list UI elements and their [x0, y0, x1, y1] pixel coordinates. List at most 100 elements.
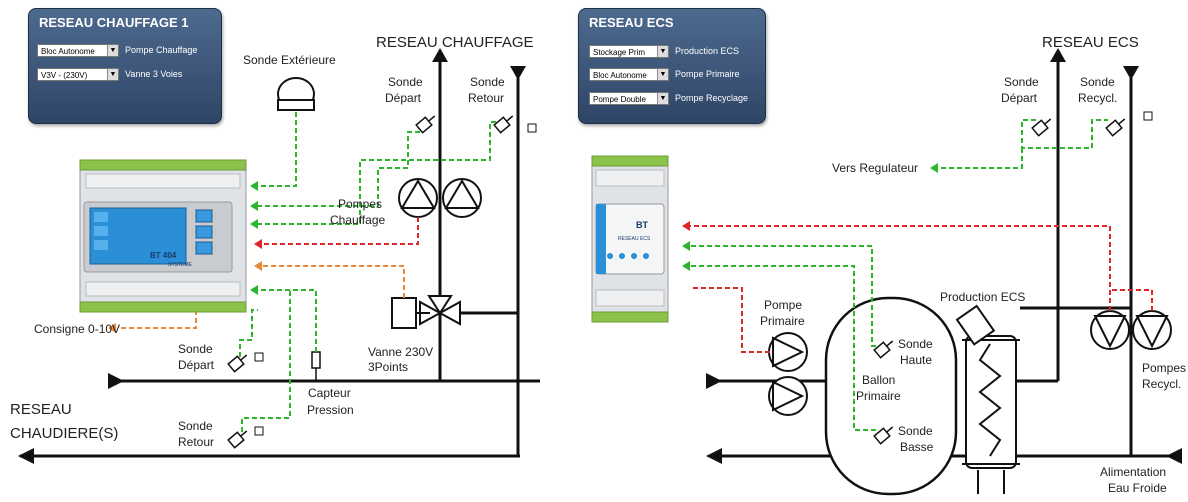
- vanne-3-voies: [391, 295, 461, 329]
- label-capteur: Capteur: [308, 386, 351, 400]
- label-sonde-exterieure: Sonde Extérieure: [243, 53, 336, 67]
- controller-left-brand: BT 404: [150, 251, 177, 260]
- select-pompe-recyclage-value: Pompe Double: [593, 95, 646, 104]
- pompes-chauffage: [398, 178, 482, 218]
- panel-chauffage-title: RESEAU CHAUFFAGE 1: [39, 15, 189, 30]
- panel-reseau-chauffage-1: RESEAU CHAUFFAGE 1 Bloc Autonome ▼ Pompe…: [28, 8, 222, 124]
- label-eau-froide: Eau Froide: [1108, 481, 1167, 495]
- arrow-up-depart: [432, 48, 448, 62]
- label-sonde-retour-1: Sonde: [470, 75, 505, 89]
- label-ecs-sonde-recycl-2: Recycl.: [1078, 91, 1117, 105]
- select-production-ecs[interactable]: Stockage Prim ▼: [589, 45, 669, 58]
- select-pompe-chauffage[interactable]: Bloc Autonome ▼: [37, 44, 119, 57]
- signal-sonde-depart-chaudiere: [239, 309, 258, 357]
- arrowhead-6: [250, 285, 258, 295]
- label-pompe-recyclage-panel: Pompe Recyclage: [675, 93, 749, 103]
- select-pompe-chauffage-value: Bloc Autonome: [41, 47, 95, 56]
- arrow-up-ecs: [1050, 48, 1066, 62]
- label-sonde-basse-1: Sonde: [898, 424, 933, 438]
- label-production-ecs: Production ECS: [940, 290, 1025, 304]
- label-ecs-sonde-recycl-1: Sonde: [1080, 75, 1115, 89]
- select-vanne-3-voies[interactable]: V3V - (230V) ▼: [37, 68, 119, 81]
- arrowhead-consigne: [108, 323, 116, 333]
- echangeur-production-ecs: [955, 304, 1020, 494]
- label-sonde-chaud-retour-1: Sonde: [178, 419, 213, 433]
- select-pompe-recyclage[interactable]: Pompe Double ▼: [589, 92, 669, 105]
- label-pompes-recycl-2: Recycl.: [1142, 377, 1181, 391]
- chauffage-pipes: [20, 60, 540, 458]
- label-vanne-3-voies: Vanne 3 Voies: [125, 69, 183, 79]
- probes-chauffage: [227, 115, 514, 449]
- checkbox-marks: [254, 111, 1153, 436]
- controller-left-sub: SYSTEME: [168, 262, 193, 268]
- arrowhead-r2: [682, 241, 690, 251]
- label-production-ecs-panel: Production ECS: [675, 46, 740, 56]
- label-reseau-chauffage: RESEAU CHAUFFAGE: [376, 34, 534, 51]
- signal-sonde-retour-chaudiere: [241, 290, 291, 432]
- label-pompe-chauffage: Pompe Chauffage: [125, 45, 198, 55]
- label-sonde-chaud-retour-2: Retour: [178, 435, 214, 449]
- ecs-pipes: [718, 60, 1180, 458]
- label-ballon-1: Ballon: [862, 373, 895, 387]
- panel-reseau-ecs: RESEAU ECS Stockage Prim ▼ Production EC…: [578, 8, 766, 124]
- chevron-down-icon: ▼: [107, 69, 118, 80]
- label-sonde-chaud-depart-1: Sonde: [178, 342, 213, 356]
- signal-ecs-sondes: [1021, 119, 1108, 149]
- signal-vers-regulateur: [938, 148, 1023, 169]
- select-production-ecs-value: Stockage Prim: [593, 48, 646, 57]
- label-pompes-2: Chauffage: [330, 213, 385, 227]
- arrow-left-primaire: [706, 448, 722, 464]
- pompes-recycl: [1090, 310, 1172, 350]
- arrow-down-retour: [510, 66, 526, 80]
- signal-pompe-recycl-2: [1110, 289, 1153, 311]
- controller-right-sub: RESEAU ECS: [618, 236, 651, 242]
- arrowhead-3: [250, 219, 258, 229]
- label-ballon-2: Primaire: [856, 389, 901, 403]
- label-vanne-1: Vanne 230V: [368, 345, 433, 359]
- label-sonde-depart-2: Départ: [385, 91, 422, 105]
- signal-pompe-chauffage: [262, 217, 419, 245]
- sonde-exterieure-device: [277, 77, 315, 111]
- select-pompe-primaire[interactable]: Bloc Autonome ▼: [589, 68, 669, 81]
- arrowhead-5: [254, 261, 262, 271]
- controller-ecs: [591, 155, 669, 323]
- label-pompe-primaire-2: Primaire: [760, 314, 805, 328]
- label-pompe-primaire-1: Pompe: [764, 298, 802, 312]
- label-pompe-primaire-panel: Pompe Primaire: [675, 69, 740, 79]
- chevron-down-icon: ▼: [107, 45, 118, 56]
- signal-sonde-basse: [690, 265, 876, 431]
- arrow-left-retour: [18, 448, 34, 464]
- controller-404: [79, 159, 247, 313]
- label-reseau-ecs: RESEAU ECS: [1042, 34, 1139, 51]
- label-sonde-basse-2: Basse: [900, 440, 934, 454]
- signal-sonde-exterieure: [258, 112, 297, 187]
- arrowhead-regulateur: [930, 163, 938, 173]
- arrowhead-r1: [682, 221, 690, 231]
- signal-pompe-recycl: [690, 225, 1111, 311]
- probes-ecs: [873, 118, 1126, 445]
- arrow-right-primaire: [706, 373, 722, 389]
- pompe-primaire: [768, 332, 808, 416]
- arrowhead-2: [250, 201, 258, 211]
- arrow-left-eau-froide: [1166, 448, 1182, 464]
- arrowhead-1: [250, 181, 258, 191]
- signal-pompe-primaire: [690, 287, 770, 353]
- label-ecs-sonde-depart-2: Départ: [1001, 91, 1038, 105]
- label-vers-regulateur: Vers Regulateur: [832, 161, 918, 175]
- signal-vanne: [262, 265, 405, 298]
- select-pompe-primaire-value: Bloc Autonome: [593, 71, 647, 80]
- arrow-right-chaudiere: [108, 373, 124, 389]
- label-reseau: RESEAU: [10, 401, 72, 418]
- label-sonde-haute-1: Sonde: [898, 337, 933, 351]
- label-pompes-1: Pompes: [338, 197, 382, 211]
- label-vanne-2: 3Points: [368, 360, 408, 374]
- label-consigne: Consigne 0-10V: [34, 322, 120, 336]
- panel-ecs-title: RESEAU ECS: [589, 15, 674, 30]
- arrow-down-ecs: [1123, 66, 1139, 80]
- label-sonde-chaud-depart-2: Départ: [178, 358, 215, 372]
- signal-sonde-retour: [258, 121, 496, 225]
- label-sonde-retour-2: Retour: [468, 91, 504, 105]
- label-alimentation: Alimentation: [1100, 465, 1166, 479]
- label-ecs-sonde-depart-1: Sonde: [1004, 75, 1039, 89]
